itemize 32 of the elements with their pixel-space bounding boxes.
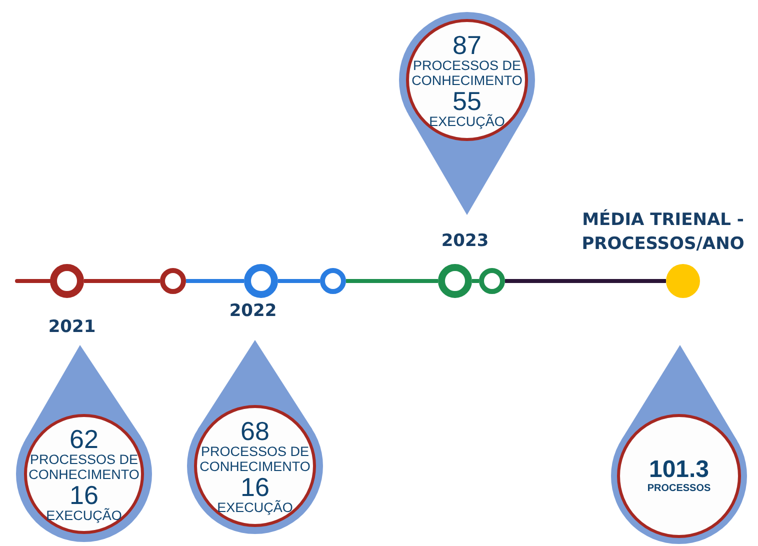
- timeline-line: [15, 279, 52, 283]
- timeline-line: [84, 279, 160, 283]
- category-label: EXECUÇÃO: [46, 508, 122, 522]
- count-number: 101.3: [648, 457, 710, 483]
- timeline-marker: [666, 264, 700, 298]
- timeline-marker: [479, 268, 505, 294]
- count-number: 68: [240, 418, 270, 444]
- timeline-line: [278, 279, 320, 283]
- category-label: PROCESSOS DE CONHECIMENTO: [410, 58, 524, 88]
- timeline-line: [186, 279, 244, 283]
- count-number: 16: [240, 474, 270, 500]
- category-label: PROCESSOS: [647, 483, 711, 495]
- timeline-line: [472, 279, 479, 283]
- year-label: 2023: [440, 230, 490, 253]
- count-number: 87: [452, 32, 482, 58]
- count-number: 16: [70, 482, 98, 508]
- category-label: EXECUÇÃO: [217, 500, 293, 514]
- average-label: MÉDIA TRIENAL - PROCESSOS/ANO: [580, 208, 746, 256]
- timeline-line: [346, 279, 438, 283]
- timeline-marker: [244, 264, 278, 298]
- year-label: 2022: [228, 300, 278, 323]
- timeline-marker: [50, 264, 84, 298]
- category-label: PROCESSOS DE CONHECIMENTO: [28, 452, 140, 482]
- timeline-line: [505, 279, 666, 283]
- timeline-marker: [160, 268, 186, 294]
- count-number: 62: [70, 426, 98, 452]
- count-number: 55: [452, 88, 482, 114]
- year-label: 2021: [47, 316, 97, 339]
- category-label: EXECUÇÃO: [429, 114, 505, 128]
- category-label: PROCESSOS DE CONHECIMENTO: [198, 444, 312, 474]
- timeline-marker: [320, 268, 346, 294]
- timeline-marker: [438, 264, 472, 298]
